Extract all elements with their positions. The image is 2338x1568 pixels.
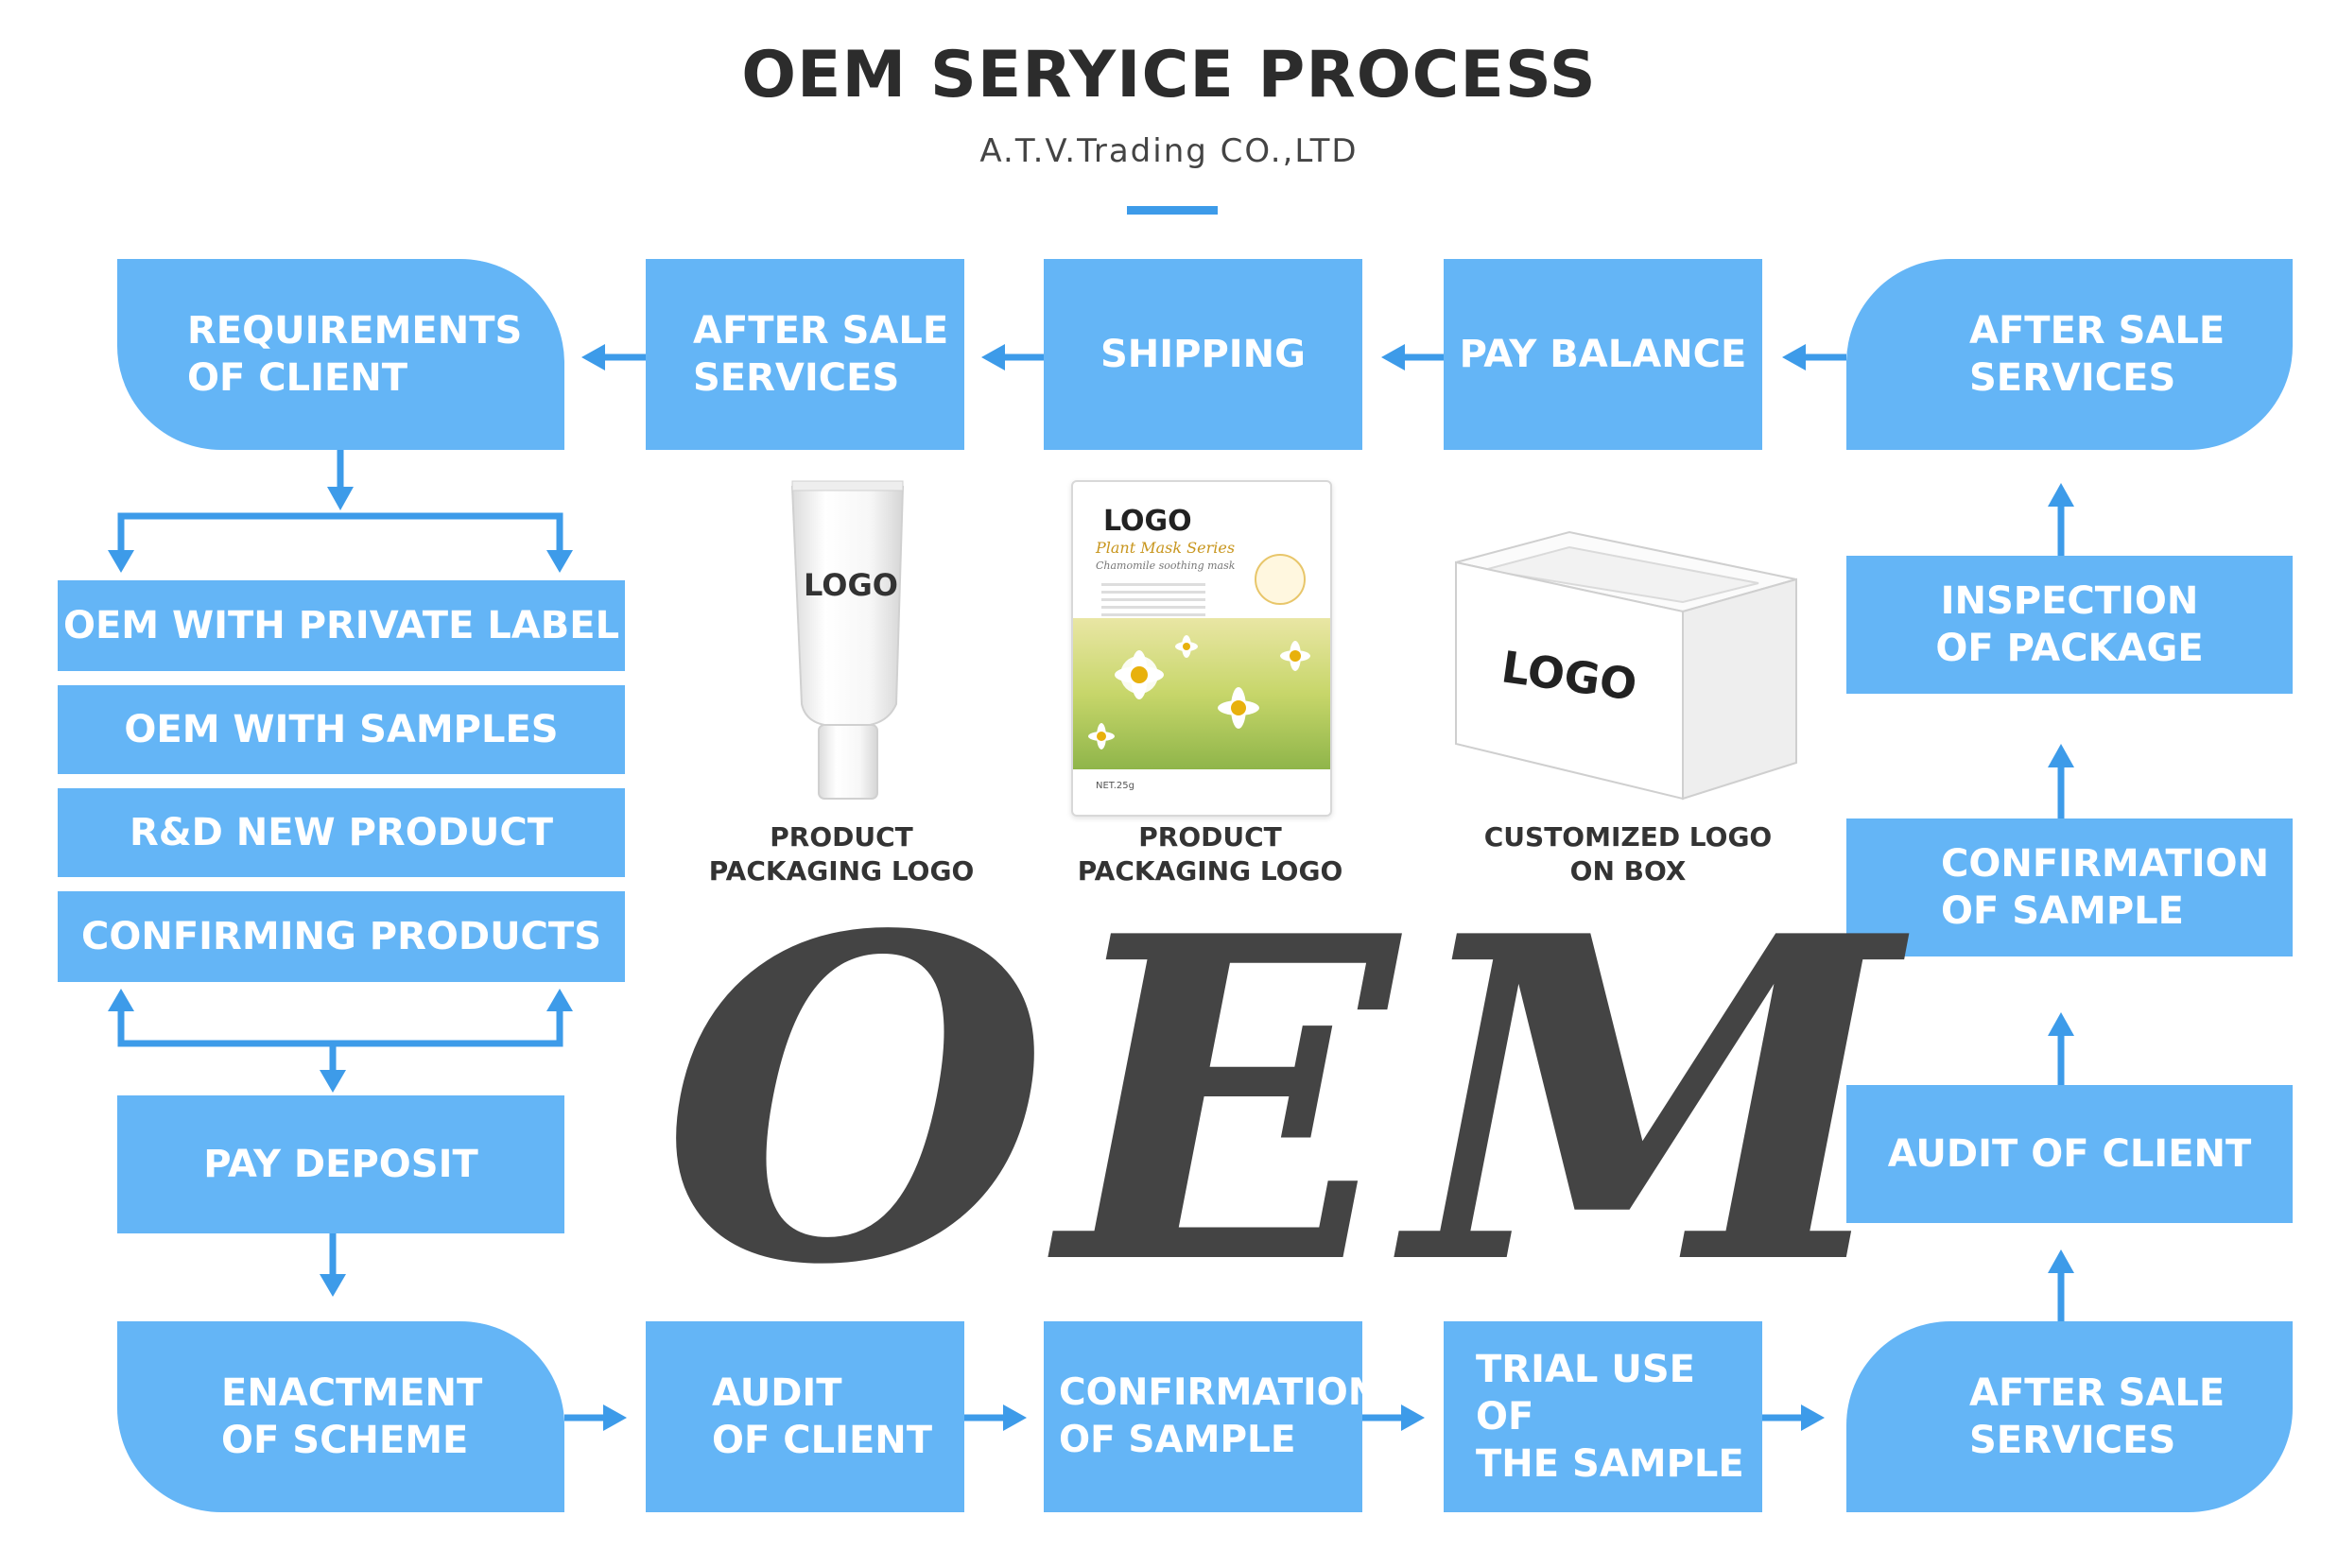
arrow-left-icon (981, 344, 1044, 370)
page-title: OEM SERYICE PROCESS (741, 38, 1597, 112)
arrow-down-icon (320, 1233, 346, 1297)
confirmation-of-sample-label: CONFIRMATION OF SAMPLE (1059, 1371, 1379, 1461)
after-sale-services-label: AFTER SALE SERVICES (1969, 309, 2225, 400)
pay-balance-box: PAY BALANCE (1444, 259, 1762, 450)
audit-of-client-label: AUDIT OF CLIENT (1887, 1132, 2252, 1176)
oem-with-samples-option: OEM WITH SAMPLES (58, 685, 625, 774)
split-connector (117, 512, 563, 563)
merge-connector (117, 1004, 563, 1047)
arrow-left-icon (1782, 344, 1846, 370)
confirming-products-option: CONFIRMING PRODUCTS (58, 891, 625, 982)
enactment-of-scheme-box: ENACTMENT OF SCHEME (117, 1321, 564, 1512)
option-label: R&D NEW PRODUCT (129, 811, 554, 854)
audit-of-client-box-right: AUDIT OF CLIENT (1846, 1085, 2293, 1223)
after-sale-services-box-top-left: AFTER SALE SERVICES (646, 259, 964, 450)
arrow-left-icon (1381, 344, 1444, 370)
trial-use-of-sample-label: TRIAL USE OF THE SAMPLE (1476, 1348, 1744, 1486)
company-name: A.T.V.Trading CO.,LTD (979, 132, 1359, 170)
confirmation-of-sample-box-right: CONFIRMATION OF SAMPLE (1846, 818, 2293, 956)
pay-deposit-box: PAY DEPOSIT (117, 1095, 564, 1233)
mask-weight-text: NET.25g (1096, 781, 1134, 791)
mask-sub-text: Chamomile soothing mask (1096, 560, 1236, 572)
after-sale-services-label: AFTER SALE SERVICES (1969, 1371, 2225, 1462)
mask-series-text: Plant Mask Series (1096, 539, 1236, 557)
confirmation-of-sample-box-bottom: CONFIRMATION OF SAMPLE (1044, 1321, 1378, 1512)
audit-of-client-label: AUDIT OF CLIENT (712, 1371, 933, 1462)
arrow-down-icon (320, 1043, 346, 1093)
mask-logo-text: LOGO (1103, 505, 1192, 538)
option-label: OEM WITH PRIVATE LABEL (62, 604, 620, 647)
arrow-up-icon (2048, 1012, 2074, 1085)
oem-wordmark: OEM (662, 840, 1908, 1362)
confirmation-of-sample-label: CONFIRMATION OF SAMPLE (1941, 842, 2270, 933)
after-sale-services-label: AFTER SALE SERVICES (693, 309, 949, 400)
tube-product-image (790, 480, 905, 800)
arrow-left-icon (581, 344, 646, 370)
shipping-box: SHIPPING (1044, 259, 1362, 450)
shipping-label: SHIPPING (1100, 333, 1306, 376)
arrow-up-icon (2048, 483, 2074, 556)
chamomile-flower-photo (1073, 618, 1330, 769)
box-caption: CUSTOMIZED LOGO ON BOX (1483, 821, 1773, 887)
arrow-up-icon (2048, 744, 2074, 818)
mask-caption: PRODUCT PACKAGING LOGO (1077, 821, 1343, 887)
rd-new-product-option: R&D NEW PRODUCT (58, 788, 625, 877)
trial-use-of-sample-box: TRIAL USE OF THE SAMPLE (1444, 1321, 1762, 1512)
arrow-right-icon (964, 1404, 1027, 1431)
tube-logo-text: LOGO (804, 567, 898, 603)
mask-emblem-icon (1255, 554, 1306, 605)
arrow-up-icon (2048, 1249, 2074, 1321)
enactment-of-scheme-label: ENACTMENT OF SCHEME (221, 1371, 483, 1462)
arrow-right-icon (1362, 1404, 1425, 1431)
inspection-of-package-label: INSPECTION OF PACKAGE (1935, 579, 2204, 670)
audit-of-client-box-bottom: AUDIT OF CLIENT (646, 1321, 964, 1512)
after-sale-services-box-top-right: AFTER SALE SERVICES (1846, 259, 2293, 450)
pay-deposit-label: PAY DEPOSIT (203, 1143, 478, 1186)
inspection-of-package-box: INSPECTION OF PACKAGE (1846, 556, 2293, 694)
mask-bullet-lines (1101, 578, 1205, 621)
face-mask-product-image: LOGO Plant Mask Series Chamomile soothin… (1071, 480, 1332, 817)
title-underline (1127, 206, 1218, 215)
option-label: CONFIRMING PRODUCTS (80, 915, 602, 958)
requirements-of-client-box: REQUIREMENTS OF CLIENT (117, 259, 564, 450)
after-sale-services-box-bottom: AFTER SALE SERVICES (1846, 1321, 2293, 1512)
arrow-down-icon (327, 450, 354, 510)
oem-private-label-option: OEM WITH PRIVATE LABEL (58, 580, 625, 671)
white-box-product-image (1455, 530, 1797, 801)
arrow-right-icon (564, 1404, 627, 1431)
pay-balance-label: PAY BALANCE (1459, 333, 1747, 376)
tube-caption: PRODUCT PACKAGING LOGO (708, 821, 975, 887)
option-label: OEM WITH SAMPLES (124, 708, 559, 751)
arrow-right-icon (1762, 1404, 1825, 1431)
requirements-of-client-label: REQUIREMENTS OF CLIENT (187, 309, 523, 400)
